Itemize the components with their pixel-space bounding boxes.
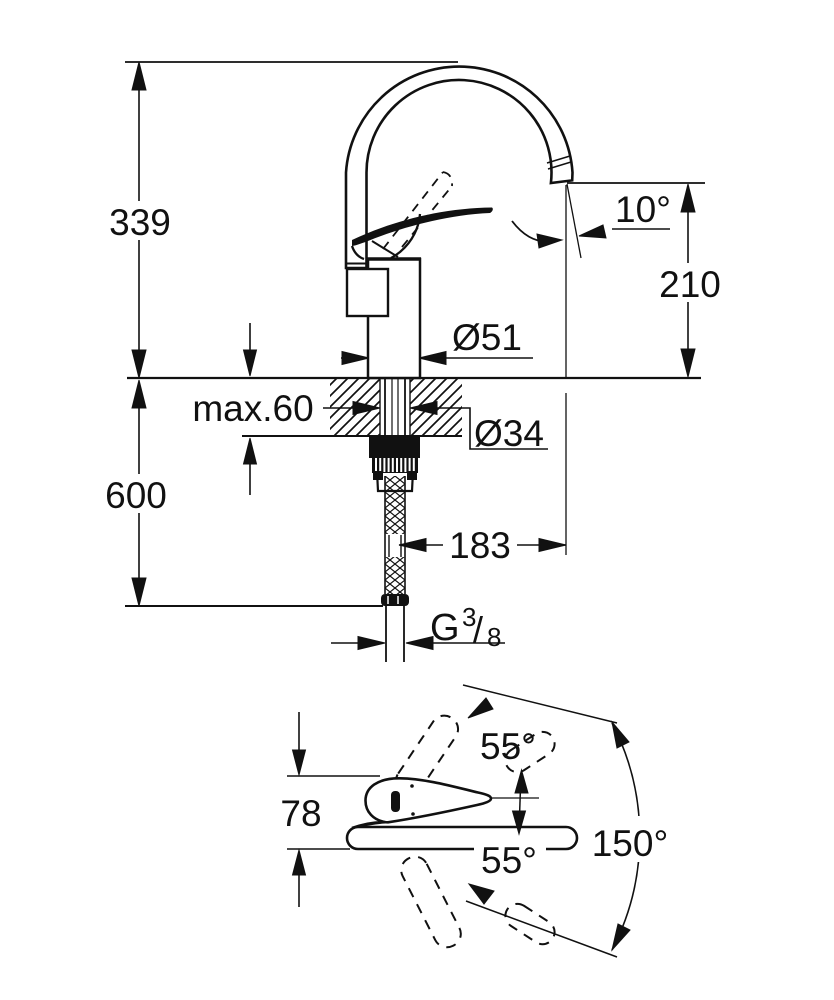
rotation-arrow-bottom [467,883,495,905]
swivel-boundary-bottom [465,900,618,958]
top-view: 78 55° 55° 150° [280,684,676,958]
label-handle-depth: 78 [280,793,321,834]
handle-dome-left [350,245,365,261]
label-spout-reach: 183 [449,525,511,566]
handle-lifted-dashed [382,171,453,250]
spout-seam-line [546,155,571,164]
handle-down-dashed [400,855,462,949]
label-counter-thickness: max.60 [192,388,313,429]
mounting-shank [379,379,411,437]
dim-outlet-angle [511,183,670,259]
mounting-nut [369,437,420,493]
handle-lever [352,207,493,246]
spout-seam-line-2 [547,161,572,170]
label-outlet-angle: 10° [615,189,671,230]
dim-hole-diameter [409,400,548,450]
label-thread: G3/8 [430,602,501,652]
dim-counter-thickness [242,323,381,495]
dim-hose-length [131,379,147,607]
label-body-diameter: Ø51 [452,317,522,358]
dim-handle-depth [291,712,307,907]
label-handle-swing-up: 55° [480,726,536,767]
dim-outlet-height [680,183,696,378]
hose-fitting-nut [381,594,409,606]
dim-height-above [131,61,147,379]
handle-plan-knob [351,776,493,830]
dim-handle-angle [511,768,529,836]
label-hose-length: 600 [105,475,167,516]
rotation-arrow-top [467,697,494,719]
body-side-box [345,267,390,318]
side-view: 339 600 210 10° Ø51 max.60 Ø34 183 G3/8 [102,61,725,662]
supply-hose [381,476,409,662]
label-swivel-range: 150° [592,823,669,864]
handle-dot-top [410,784,414,788]
dim-thread [331,635,505,651]
label-height-above: 339 [109,202,171,243]
spout-arc [344,65,574,270]
handle-dome-line [371,240,399,258]
swivel-boundary-top [462,684,618,724]
label-handle-swing-down: 55° [481,840,537,881]
dim-body-diameter [341,350,533,366]
label-hole-diameter: Ø34 [474,413,544,454]
handle-dot-bottom [411,812,415,816]
label-outlet-height: 210 [659,264,721,305]
spout-up-dashed [504,730,556,774]
handle-nose [390,213,422,260]
spout-down-dashed [504,902,556,946]
handle-slot [391,791,400,812]
